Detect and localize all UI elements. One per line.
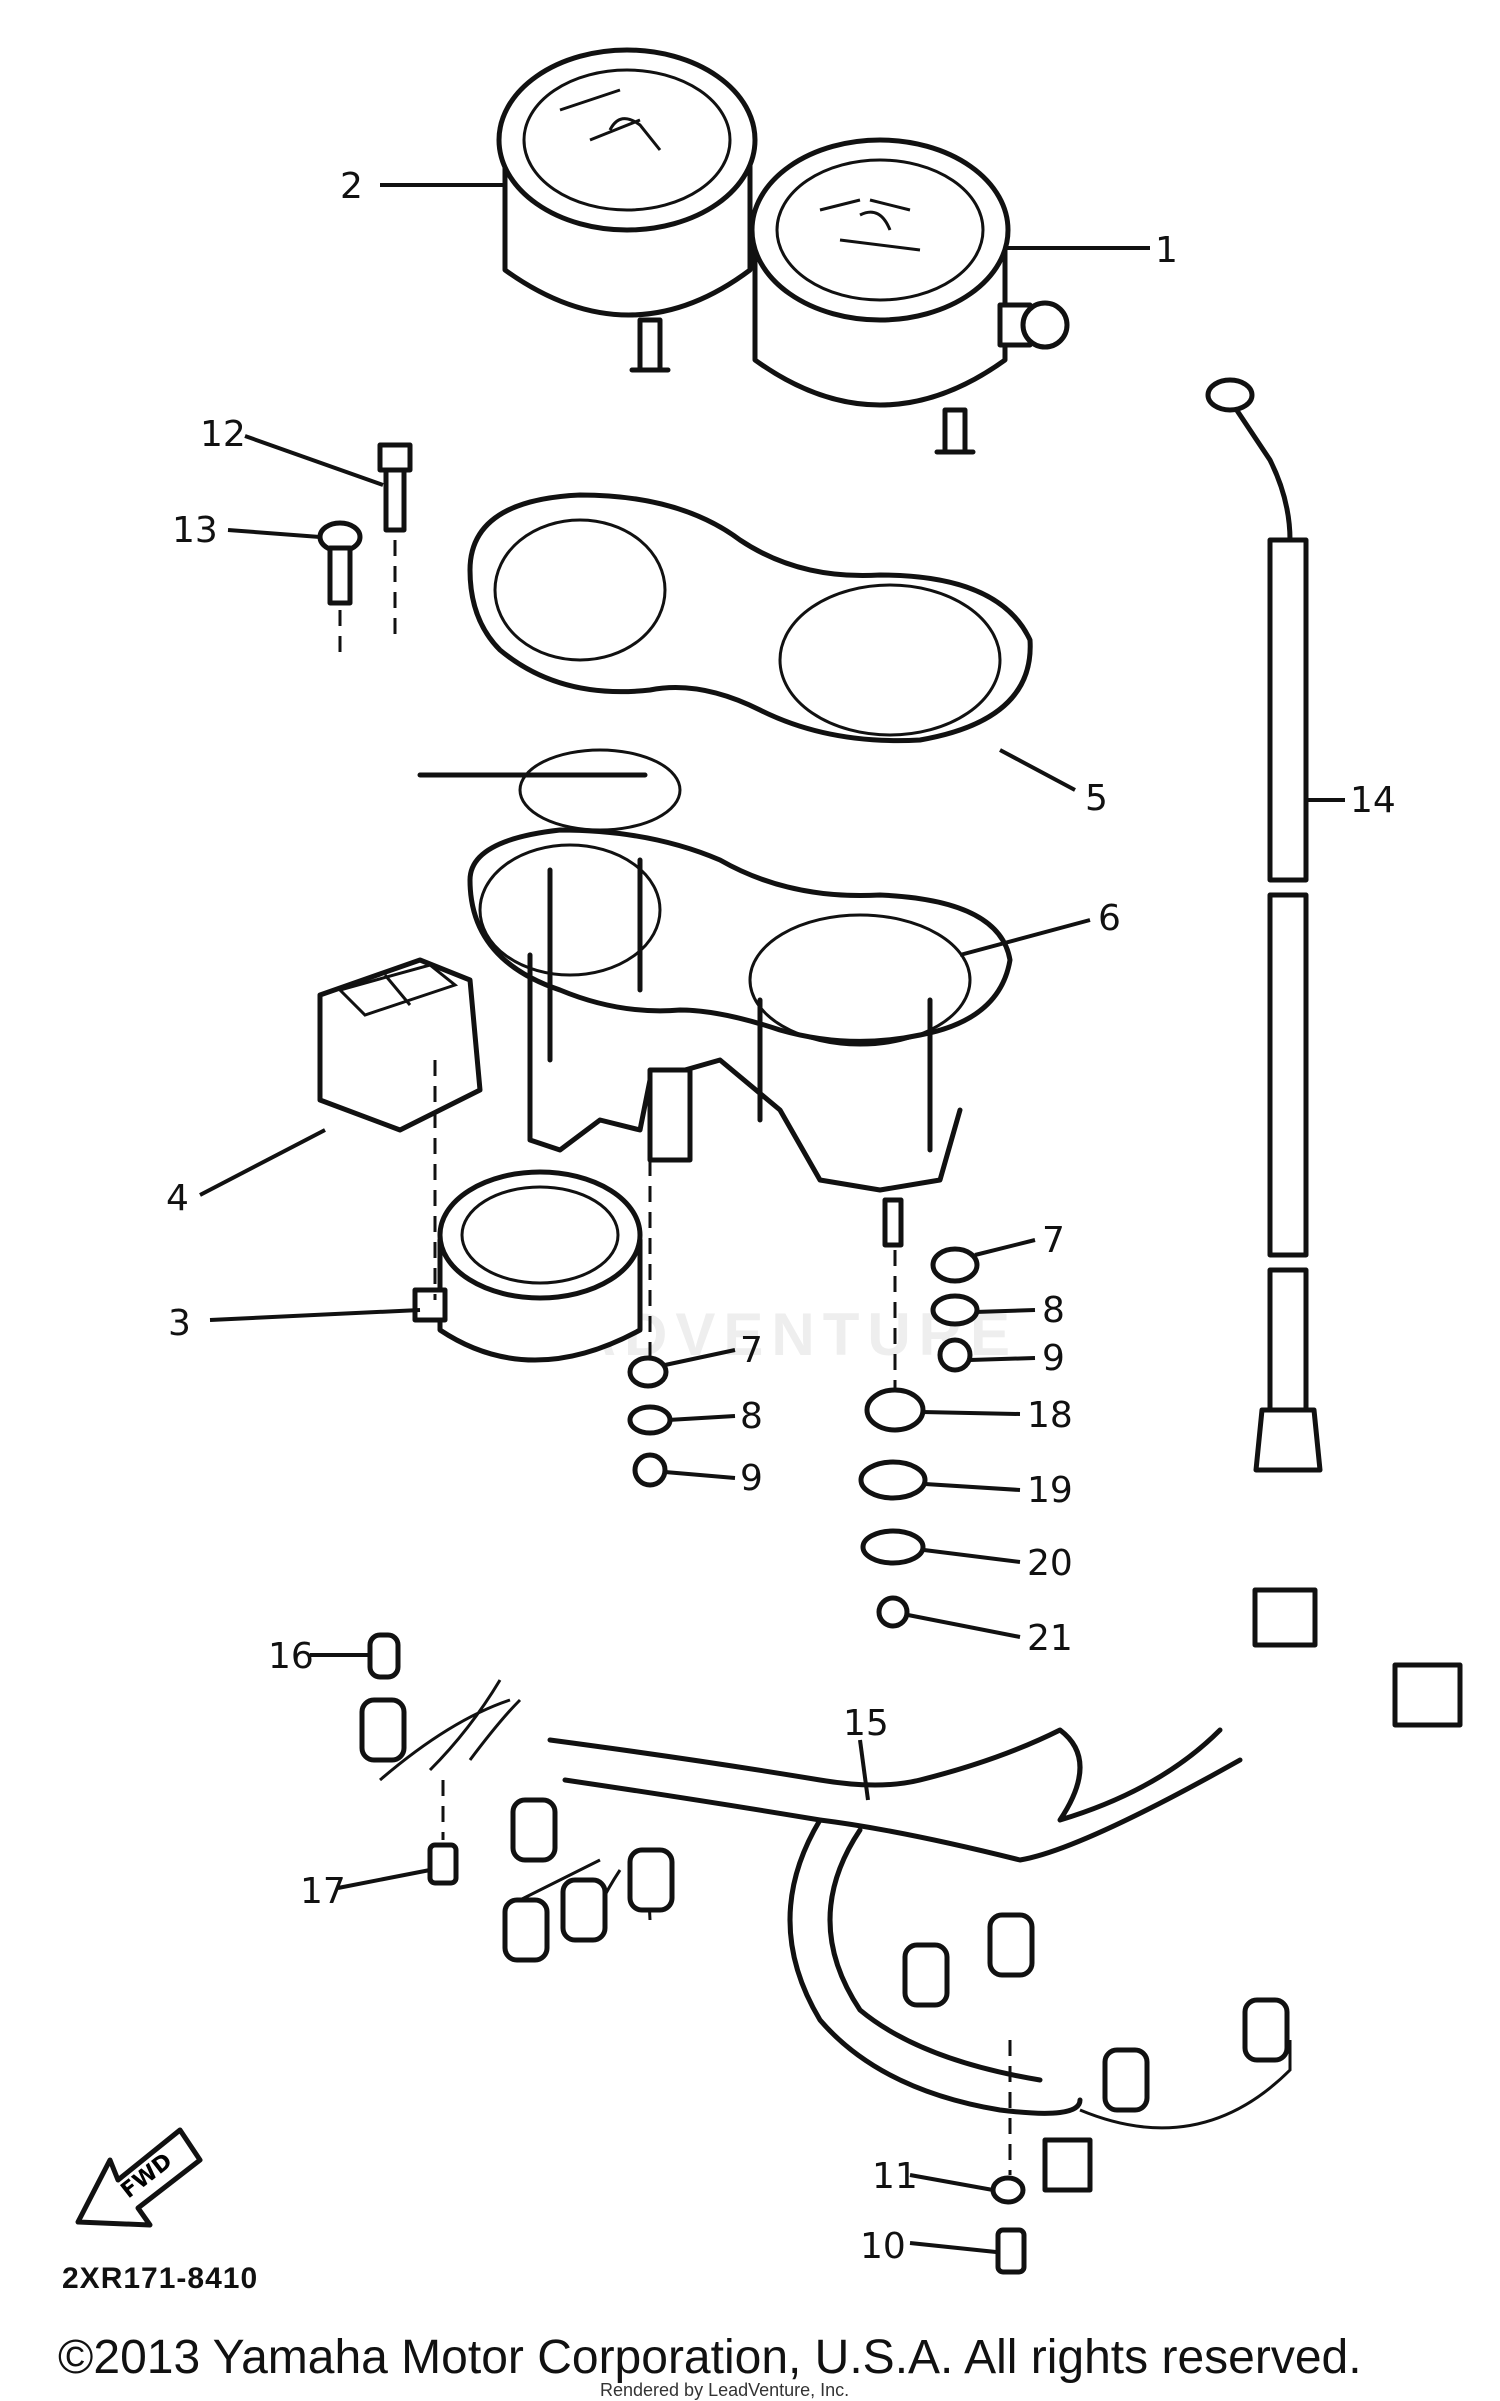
washer-stack-left [627, 1355, 673, 1488]
callout-17: 17 [300, 1871, 346, 1912]
indicator-light-box [317, 957, 483, 1133]
copyright-notice: ©2013 Yamaha Motor Corporation, U.S.A. A… [58, 2331, 1362, 2384]
callout-8-right: 8 [1042, 1290, 1065, 1331]
harness-connectors [1042, 1587, 1463, 2193]
leader-lines [199, 183, 1345, 2254]
callout-5: 5 [1085, 778, 1108, 819]
bolt-12 [377, 442, 413, 533]
callout-13: 13 [172, 510, 218, 551]
callout-21: 21 [1027, 1618, 1073, 1659]
callout-20: 20 [1027, 1543, 1073, 1584]
small-gauge [412, 1169, 643, 1363]
rendered-by-note: Rendered by LeadVenture, Inc. [600, 2380, 850, 2400]
callout-2: 2 [340, 166, 363, 207]
callout-9-right: 9 [1042, 1338, 1065, 1379]
bulb-sockets [359, 1697, 1290, 2113]
wire-harness [379, 1679, 1292, 2130]
alignment-lines [338, 540, 1012, 2175]
meter-cable [1205, 377, 1323, 1473]
fwd-arrow-icon: FWD [75, 2127, 203, 2228]
meter-bracket [417, 748, 1013, 1193]
callout-7-left: 7 [740, 1330, 763, 1371]
callout-12: 12 [200, 414, 246, 455]
callout-19: 19 [1027, 1470, 1073, 1511]
screw-10 [995, 2227, 1027, 2275]
callout-8-left: 8 [740, 1396, 763, 1437]
meter-cover-plate [467, 492, 1033, 744]
callout-6: 6 [1098, 898, 1121, 939]
callout-16: 16 [268, 1636, 314, 1677]
washer-stack-right [858, 1197, 980, 1629]
callout-3: 3 [168, 1303, 191, 1344]
callout-1: 1 [1155, 230, 1178, 271]
tachometer-gauge [749, 137, 1070, 455]
callout-9-left: 9 [740, 1458, 763, 1499]
callout-10: 10 [860, 2226, 906, 2267]
callout-15: 15 [843, 1703, 889, 1744]
callout-14: 14 [1350, 780, 1396, 821]
bolt-13 [317, 520, 363, 606]
speedometer-gauge [496, 47, 758, 373]
callout-labels: 1 2 3 4 5 6 7 7 8 8 9 9 10 11 12 13 14 1… [166, 166, 1396, 2267]
screw-17 [427, 1842, 459, 1886]
nut-11 [990, 2175, 1026, 2205]
bulb-16 [367, 1632, 401, 1680]
diagram-code: 2XR171-8410 [62, 2262, 259, 2295]
callout-18: 18 [1027, 1395, 1073, 1436]
callout-7-right: 7 [1042, 1220, 1065, 1261]
callout-4: 4 [166, 1178, 189, 1219]
callout-11: 11 [872, 2156, 918, 2197]
